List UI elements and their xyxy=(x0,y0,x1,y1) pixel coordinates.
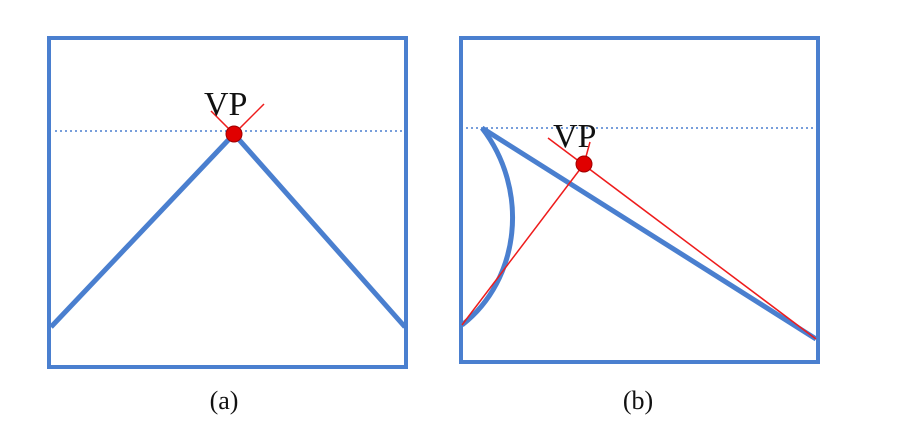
panel-a-vp-label: VP xyxy=(204,86,247,123)
panel-b-straight-road-edge xyxy=(480,125,818,342)
panel-a-frame xyxy=(47,36,408,369)
panel-b-curved-road-edge xyxy=(460,126,516,327)
panel-a-vanishing-point xyxy=(225,125,243,143)
panel-a-road-edges xyxy=(49,130,407,329)
panel-b-vanishing-line-right xyxy=(547,137,817,340)
panel-b-vp-label: VP xyxy=(553,118,596,155)
panel-b: VP xyxy=(459,36,820,364)
panel-b-vanishing-point xyxy=(575,155,593,173)
panel-b-vanishing-line-left xyxy=(461,163,585,326)
panel-b-caption: (b) xyxy=(622,386,654,415)
panel-a: VP xyxy=(47,36,408,369)
panel-b-frame xyxy=(459,36,820,364)
panel-a-caption: (a) xyxy=(209,386,239,415)
